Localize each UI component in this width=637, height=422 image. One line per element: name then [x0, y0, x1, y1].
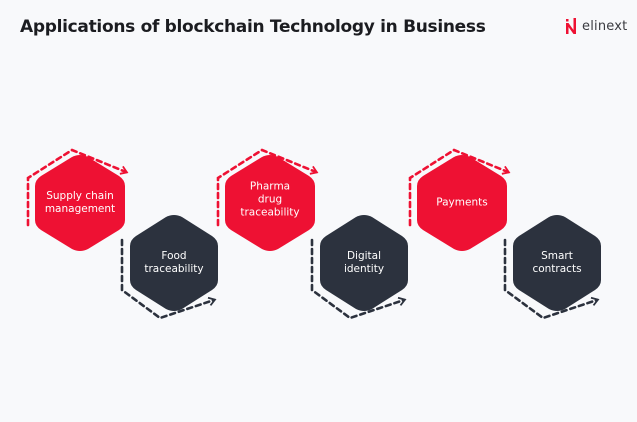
step-label-smart-contracts: Smart contracts: [532, 250, 582, 275]
step-digital-identity: [310, 215, 408, 320]
dashed-arrow-path: [310, 238, 407, 320]
dashed-arrow-path: [503, 238, 600, 320]
step-pharma: [216, 148, 319, 251]
step-label-payments: Payments: [436, 196, 488, 209]
hexagon-red: [225, 155, 315, 251]
step-label-supply-chain: Supply chain management: [44, 190, 116, 215]
dashed-arrow-path: [26, 148, 129, 227]
step-supply-chain: [26, 148, 129, 251]
logo-text: elinext: [582, 18, 628, 34]
step-label-digital-identity: Digital identity: [343, 250, 385, 275]
step-label-food-traceability: Food traceability: [144, 250, 204, 275]
dashed-arrow-path: [120, 238, 217, 320]
step-label-pharma: Pharma drug traceability: [240, 180, 300, 219]
hexagon-red: [417, 155, 507, 251]
step-payments: [408, 148, 511, 251]
step-food-traceability: [120, 215, 218, 320]
elinext-logo-icon: [566, 18, 576, 34]
dashed-arrow-path: [408, 148, 511, 227]
dashed-arrow-path: [216, 148, 319, 227]
hexagon-dark: [513, 215, 601, 311]
hexagon-dark: [320, 215, 408, 311]
brand-logo: elinext: [565, 17, 627, 35]
page-title: Applications of blockchain Technology in…: [20, 17, 486, 37]
step-smart-contracts: [503, 215, 601, 320]
hexagon-dark: [130, 215, 218, 311]
hexagon-red: [35, 155, 125, 251]
